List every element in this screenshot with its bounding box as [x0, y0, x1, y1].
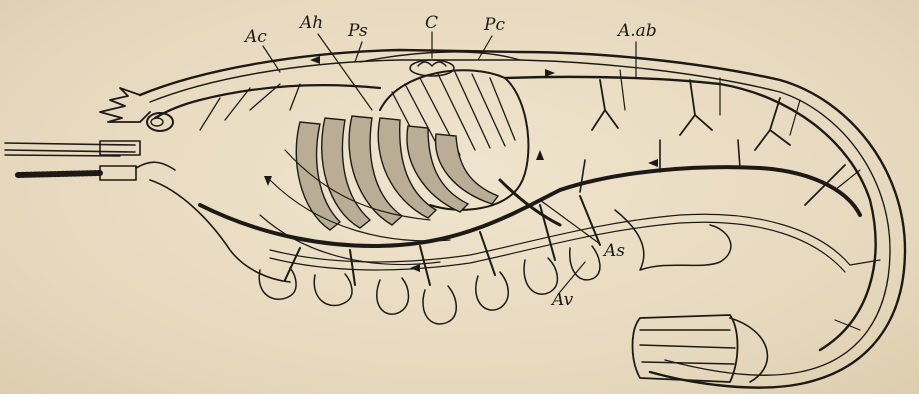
label-ah: Ah	[298, 13, 323, 33]
artery-branches	[580, 80, 845, 205]
label-ps: Ps	[347, 21, 368, 41]
antennae	[5, 141, 175, 180]
label-as: As	[602, 241, 625, 261]
cephalic-artery	[155, 85, 380, 118]
body-inner-outline	[150, 60, 890, 375]
gills	[296, 116, 498, 230]
label-av: Av	[550, 290, 574, 310]
label-pc: Pc	[483, 15, 505, 35]
body-outline	[140, 50, 905, 388]
label-c: C	[425, 13, 438, 33]
eye-inner	[151, 118, 163, 126]
label-ac: Ac	[243, 27, 267, 47]
label-aab: A.ab	[616, 21, 657, 41]
sternal-artery	[500, 180, 560, 225]
abdominal-segments	[620, 70, 880, 330]
